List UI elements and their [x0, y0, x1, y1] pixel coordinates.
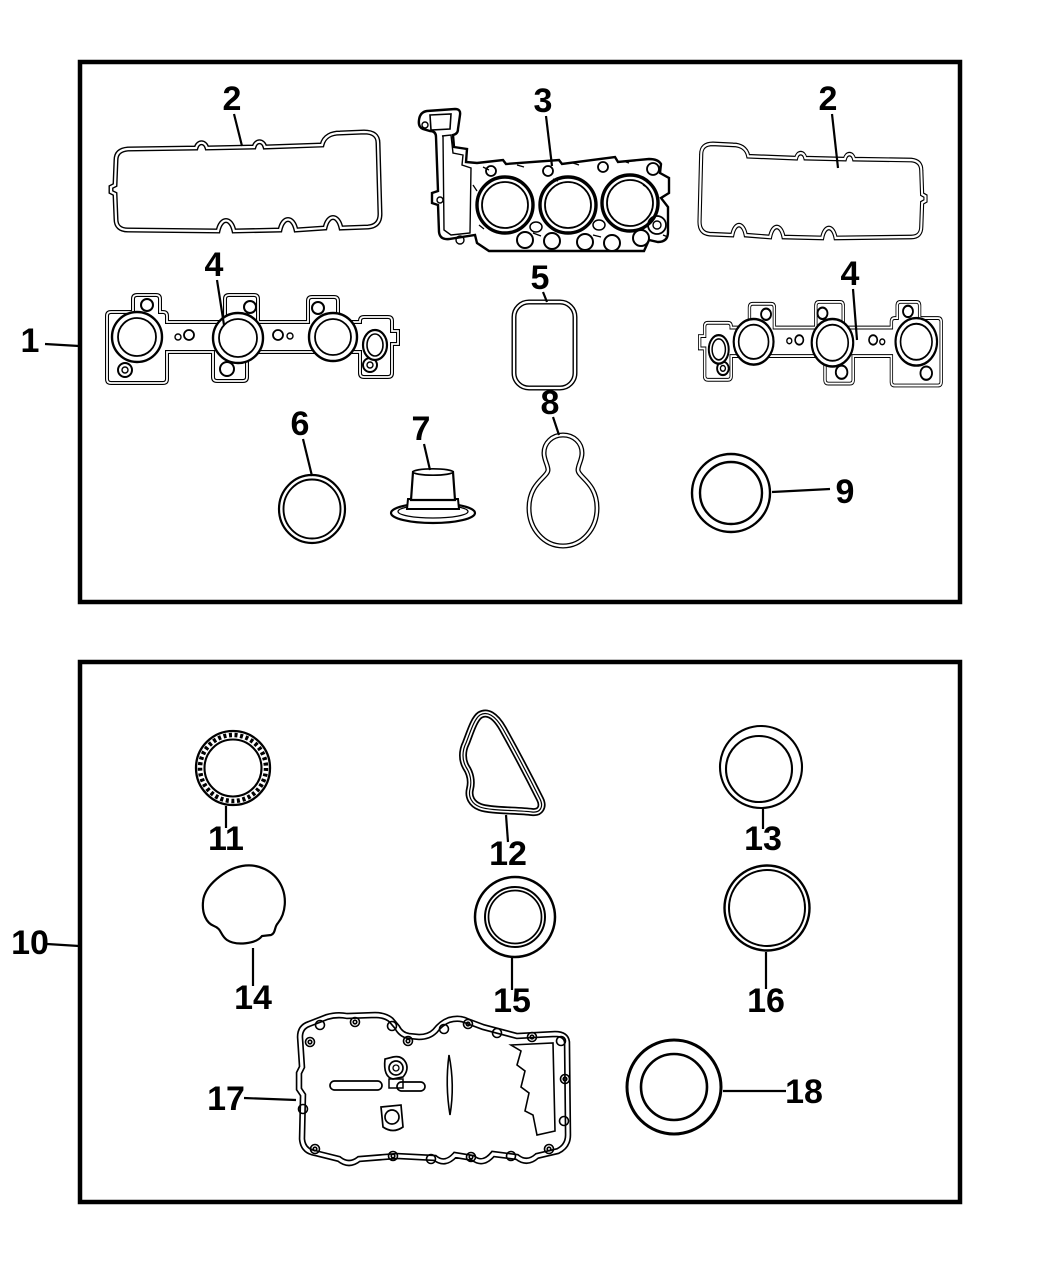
callout-1: 1 [21, 322, 80, 360]
callout-8-label[interactable]: 8 [541, 384, 560, 422]
part-11-crankshaft-seal-drawing [194, 729, 272, 807]
part-12-cover-gasket-drawing [463, 714, 542, 813]
callout-2-left-leader [232, 113, 244, 147]
callout-15-label[interactable]: 15 [493, 982, 531, 1020]
callout-1-leader [44, 342, 80, 348]
part-2-valve-cover-gasket-right-drawing [700, 144, 926, 238]
part-7-cap-seal-drawing [389, 467, 477, 525]
callout-1-label[interactable]: 1 [21, 322, 40, 360]
callout-8-leader [551, 416, 561, 436]
callout-7-label[interactable]: 7 [412, 410, 431, 448]
callout-12-label[interactable]: 12 [489, 835, 527, 873]
callout-6-leader [301, 438, 314, 477]
callout-2-left: 2 [223, 80, 244, 147]
callout-3: 3 [534, 82, 554, 167]
callout-13: 13 [744, 808, 782, 858]
callout-12: 12 [489, 814, 527, 873]
part-6-o-ring-drawing [277, 473, 347, 545]
callout-5-leader [541, 291, 549, 303]
part-4-manifold-gasket-left-drawing [105, 293, 400, 385]
callout-15: 15 [493, 958, 531, 1020]
callout-2-left-label[interactable]: 2 [223, 80, 242, 118]
callout-7: 7 [412, 410, 432, 471]
callout-3-leader [544, 115, 554, 167]
part-16-o-ring-drawing [723, 864, 811, 952]
callout-10-label[interactable]: 10 [11, 924, 49, 962]
part-3-cylinder-head-gasket-drawing [417, 107, 671, 253]
callout-13-label[interactable]: 13 [744, 820, 782, 858]
part-8-gourd-gasket-drawing [529, 435, 597, 546]
part-13-seal-ring-drawing [718, 724, 804, 810]
callout-14-label[interactable]: 14 [234, 979, 272, 1017]
callout-7-leader [422, 443, 432, 471]
callout-16: 16 [747, 952, 785, 1020]
callout-17-leader [243, 1096, 297, 1102]
callout-9-leader [771, 487, 831, 494]
callout-11-label[interactable]: 11 [208, 820, 244, 858]
callout-17-label[interactable]: 17 [207, 1080, 245, 1118]
callout-4-left-leader [215, 279, 226, 326]
callout-4-left-label[interactable]: 4 [205, 246, 224, 284]
part-14-irregular-gasket-drawing [201, 864, 286, 945]
part-4-manifold-gasket-right-drawing [697, 299, 944, 388]
callout-14: 14 [234, 948, 272, 1017]
callout-9: 9 [771, 473, 855, 511]
callout-6-label[interactable]: 6 [291, 405, 310, 443]
callout-4-right-label[interactable]: 4 [841, 255, 860, 293]
callout-5: 5 [531, 259, 550, 303]
part-17-oil-pan-gasket-drawing [299, 1015, 570, 1164]
part-18-seal-ring-drawing [625, 1038, 723, 1136]
callout-11: 11 [208, 806, 244, 858]
part-15-seal-ring-drawing [473, 875, 557, 959]
callout-5-label[interactable]: 5 [531, 259, 550, 297]
callout-16-label[interactable]: 16 [747, 982, 785, 1020]
callout-9-label[interactable]: 9 [836, 473, 855, 511]
callout-2-right-leader [830, 113, 840, 169]
callout-2-right: 2 [819, 80, 840, 169]
callout-18: 18 [723, 1073, 823, 1111]
part-9-round-seal-drawing [690, 452, 772, 534]
lower-kit-box [77, 659, 963, 1205]
callout-4-right: 4 [841, 255, 860, 341]
part-2-valve-cover-gasket-left-drawing [111, 132, 380, 231]
callout-6: 6 [291, 405, 314, 477]
callout-4-left: 4 [205, 246, 226, 326]
callout-10: 10 [11, 924, 80, 962]
callout-8: 8 [541, 384, 561, 436]
callout-2-right-label[interactable]: 2 [819, 80, 838, 118]
callout-4-right-leader [851, 288, 859, 341]
callout-18-label[interactable]: 18 [785, 1073, 823, 1111]
part-5-port-gasket-drawing [511, 299, 578, 391]
callout-12-leader [504, 814, 510, 843]
callout-3-label[interactable]: 3 [534, 82, 553, 120]
callout-10-leader [46, 942, 80, 948]
callout-17: 17 [207, 1080, 297, 1118]
upper-kit-box [77, 59, 963, 605]
